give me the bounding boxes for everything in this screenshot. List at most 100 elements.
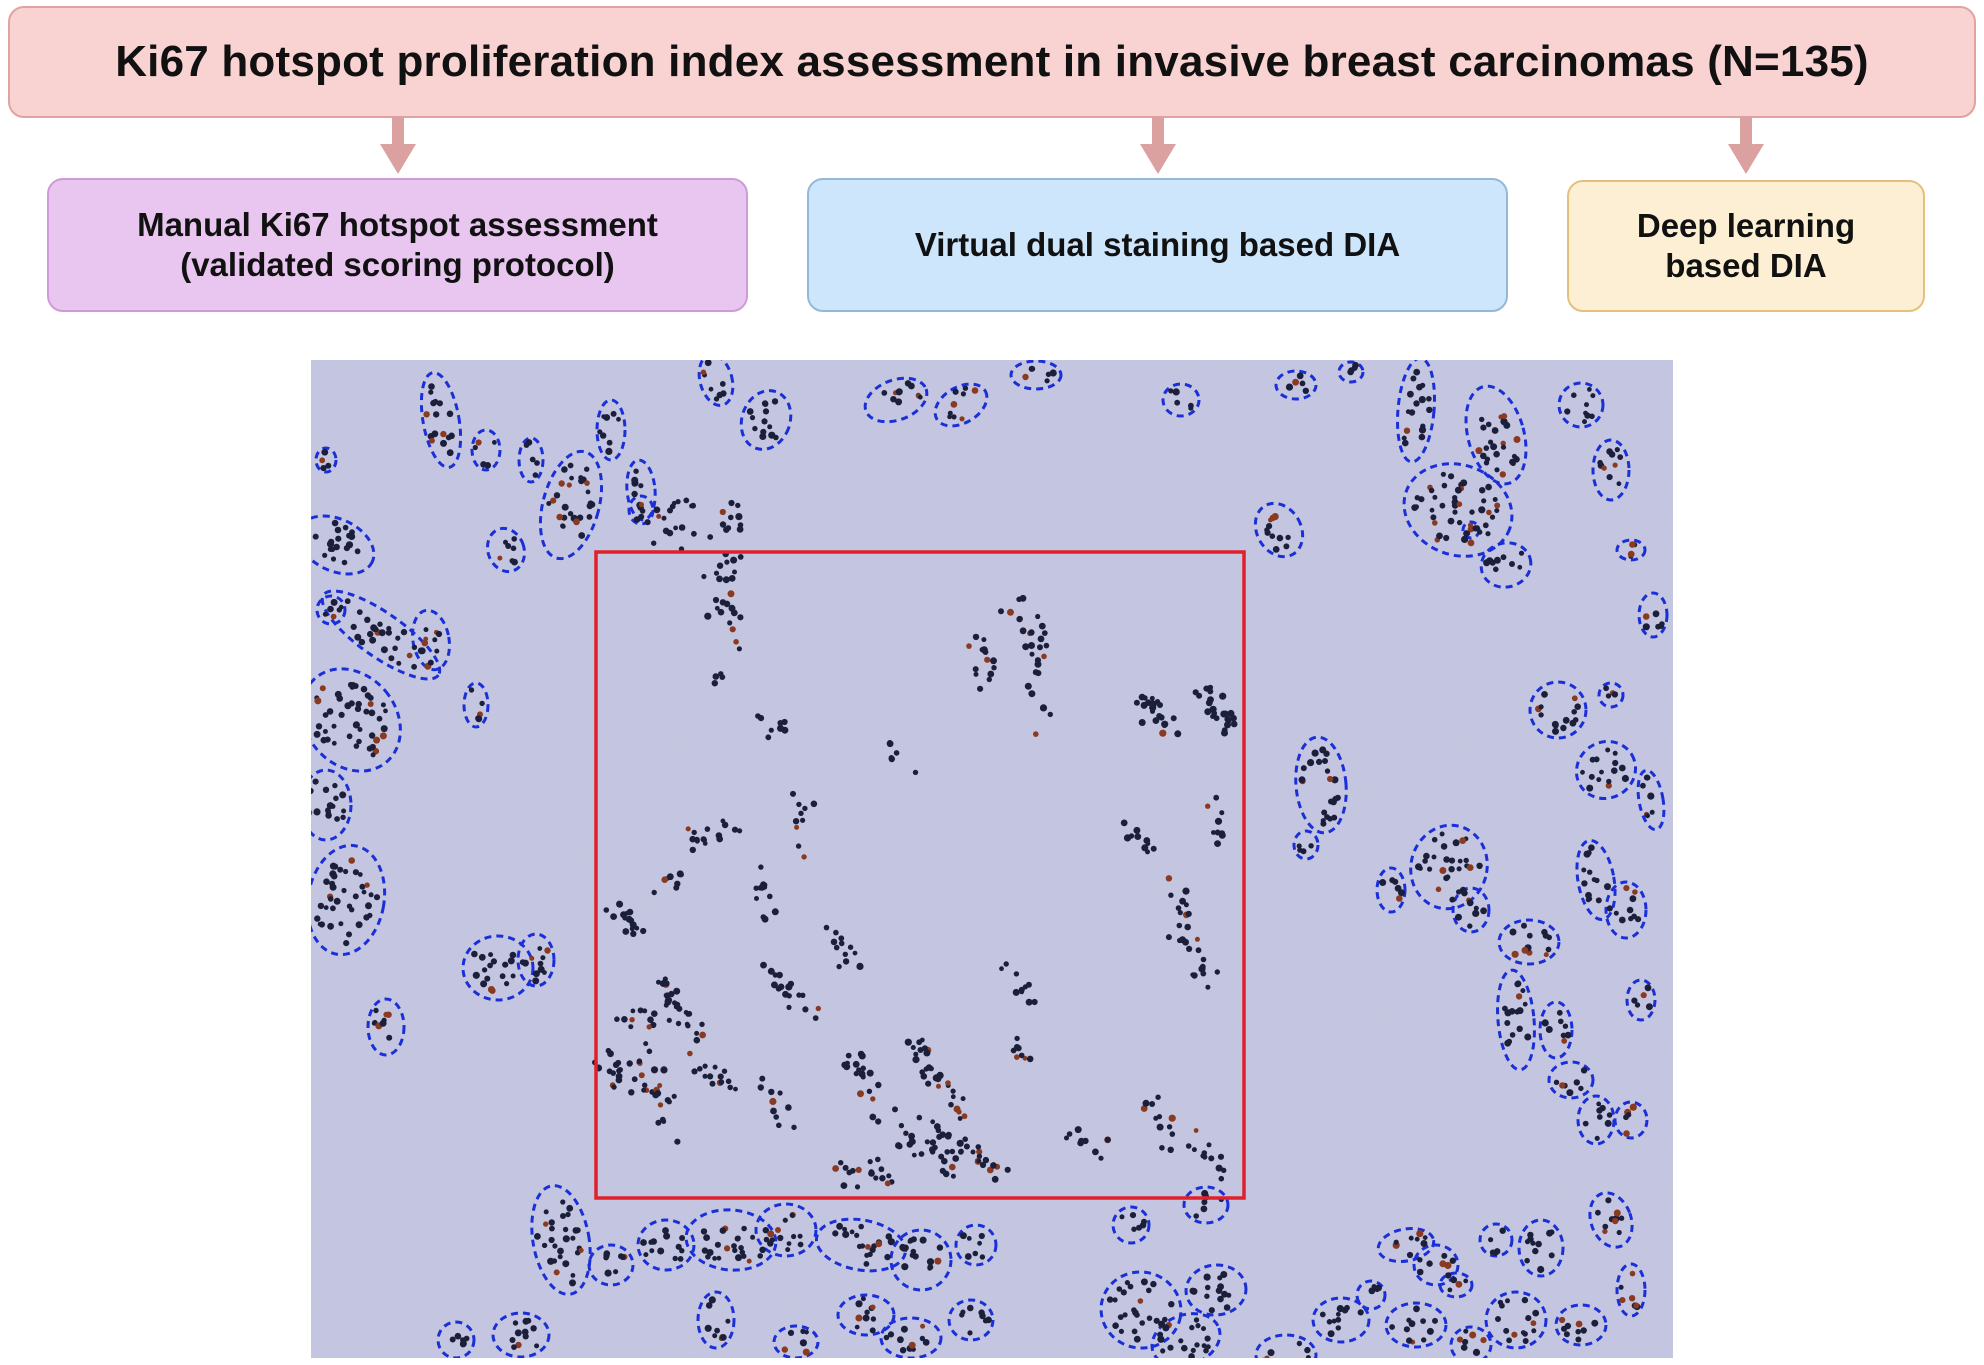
nucleus [1201,1343,1207,1349]
tumor-island-outline [772,1324,820,1358]
nucleus [626,1060,633,1067]
nucleus [1618,1284,1624,1290]
nucleus [802,1348,810,1356]
nucleus [963,1143,970,1150]
nucleus [1047,711,1053,718]
nucleus [815,1005,821,1012]
nucleus [791,1124,797,1130]
nucleus [348,700,355,707]
nucleus [854,1324,860,1330]
nucleus [1427,866,1433,872]
nucleus [1178,1338,1184,1344]
nucleus [672,1000,678,1006]
nucleus [510,545,517,552]
nucleus [1460,479,1468,487]
tumor-island-outline [1396,360,1436,464]
nucleus [1169,1131,1176,1137]
nucleus [781,718,788,726]
nucleus [1602,1228,1608,1235]
nucleus [725,1078,732,1085]
nucleus [1623,1130,1630,1137]
nucleus [795,843,802,849]
nucleus [1588,773,1595,780]
nucleus [484,462,492,469]
tumor-island-outline [754,1202,818,1258]
nucleus [1208,1307,1215,1314]
nucleus [319,685,326,692]
nucleus [1456,501,1463,507]
nucleus [1152,717,1160,724]
nucleus [313,730,321,738]
nucleus [1599,769,1604,775]
nucleus [400,628,408,636]
nucleus [562,1226,569,1233]
tumor-island-outline [461,934,535,1002]
nucleus [1463,1278,1469,1284]
nucleus [1413,1305,1420,1313]
nucleus [657,1247,665,1255]
tumor-island-outline [1547,1060,1595,1100]
nucleus [1414,1236,1420,1242]
nucleus [547,1257,555,1265]
nucleus [1640,782,1646,789]
nucleus [1222,710,1229,718]
nucleus [348,857,355,864]
nucleus [1605,693,1612,699]
nucleus [737,554,744,560]
nucleus [1420,1240,1428,1247]
nucleus [566,482,572,488]
nucleus [1612,759,1619,767]
nucleus [716,391,723,399]
tumor-island-outline [1182,1185,1230,1225]
nucleus [1580,1327,1587,1334]
virtual-dual-staining-box: Virtual dual staining based DIA [807,178,1508,312]
nucleus [1605,747,1611,753]
nucleus [1201,1150,1208,1156]
nucleus [1652,610,1660,618]
nucleus [1509,1032,1516,1038]
nucleus [1459,837,1467,844]
nucleus [330,598,338,606]
tumor-island-outline [314,446,338,474]
nucleus [1562,1023,1569,1029]
nucleus [1479,416,1485,423]
nucleus [446,410,454,418]
nucleus [1488,439,1494,445]
nucleus [1402,439,1409,447]
nucleus [1612,462,1618,468]
nucleus [1480,1337,1487,1344]
nucleus [1612,750,1618,756]
nucleus [326,540,335,548]
nucleus [966,643,972,649]
nucleus [1521,1296,1529,1304]
nucleus [1629,895,1637,903]
nucleus [647,1016,654,1023]
nucleus [1226,1292,1232,1298]
nucleus [878,1166,885,1173]
nucleus [1421,1337,1427,1343]
nucleus [1596,1114,1603,1120]
nucleus [1319,746,1327,754]
tumor-nuclei [311,360,1665,1358]
nucleus [1431,836,1438,843]
nucleus [423,627,429,633]
nucleus [1149,1101,1156,1107]
nucleus [553,1269,560,1276]
tumor-island-outline [1538,1000,1574,1060]
ki67-tissue-image [311,360,1673,1358]
nucleus [976,1153,983,1159]
nucleus [432,398,439,405]
nucleus [1485,531,1491,537]
nucleus [1220,1271,1228,1278]
nucleus [1413,504,1419,510]
nucleus [1497,1299,1504,1306]
nucleus [1331,776,1339,784]
tumor-island-outline [1438,1271,1474,1299]
nucleus [838,940,845,947]
nucleus [617,1067,623,1073]
nucleus [796,992,802,998]
nucleus [1603,685,1609,692]
nucleus [964,1253,972,1260]
tumor-island-outline [470,428,502,472]
nucleus [619,1254,626,1261]
